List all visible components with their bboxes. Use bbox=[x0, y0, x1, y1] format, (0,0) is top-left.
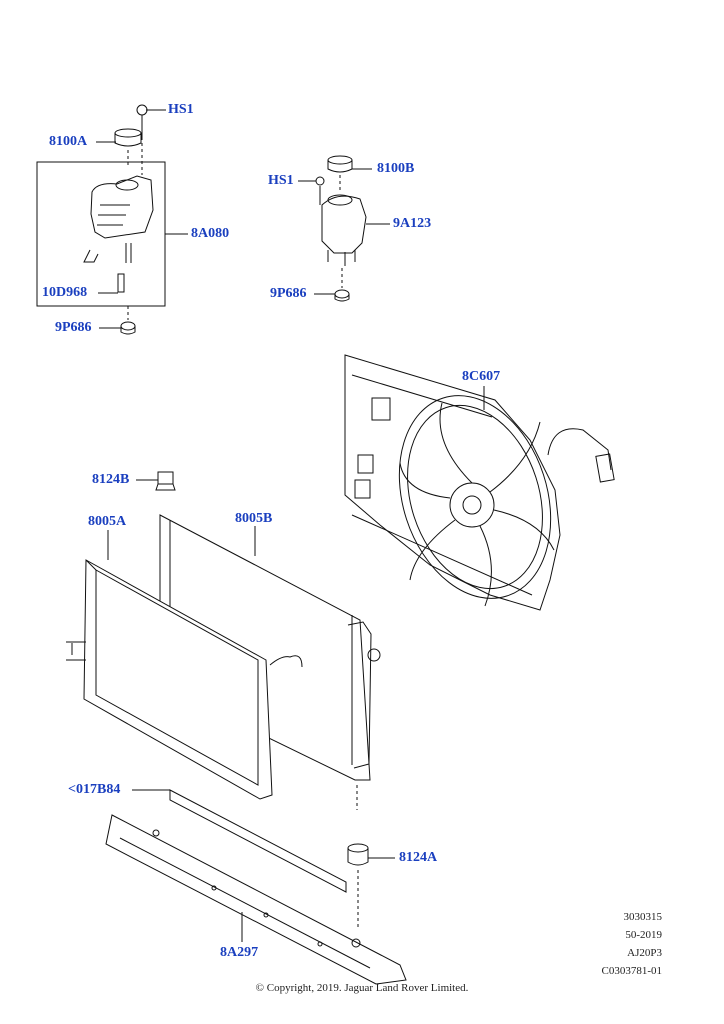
tank-8a080-shape bbox=[84, 176, 153, 292]
grommet-9p686-right-shape bbox=[335, 268, 349, 301]
mount-8124a-shape bbox=[348, 844, 368, 930]
cap-8100b-shape bbox=[328, 156, 352, 192]
radiator-8005a-shape bbox=[66, 560, 302, 799]
callout-10d968: 10D968 bbox=[42, 285, 88, 300]
callout-9p686-left: 9P686 bbox=[55, 320, 92, 335]
reference-illustration-id: C0303781-01 bbox=[601, 965, 663, 977]
mount-8124b-shape bbox=[156, 472, 175, 490]
callout-8005b: 8005B bbox=[235, 511, 273, 526]
callout-8c607: 8C607 bbox=[462, 369, 501, 384]
callout-8a297: 8A297 bbox=[220, 945, 259, 960]
fan-shroud-8c607-shape bbox=[345, 355, 614, 618]
seal-017b84-shape bbox=[170, 790, 346, 892]
grommet-9p686-left-shape bbox=[121, 306, 135, 334]
callout-hs1-left: HS1 bbox=[168, 102, 194, 117]
callout-8124b: 8124B bbox=[92, 472, 130, 487]
callout-017b84: <017B84 bbox=[68, 782, 121, 797]
tank-9a123-shape bbox=[322, 195, 366, 266]
clip-hs1-left-shape bbox=[137, 105, 147, 175]
callout-8124a: 8124A bbox=[399, 850, 438, 865]
callout-8a080: 8A080 bbox=[191, 226, 230, 241]
crossmember-8a297-shape bbox=[106, 815, 406, 984]
copyright-notice: © Copyright, 2019. Jaguar Land Rover Lim… bbox=[255, 982, 469, 994]
leader-lines bbox=[96, 109, 485, 942]
callout-hs1-right: HS1 bbox=[268, 173, 294, 188]
expansion-tank-right-group bbox=[316, 156, 366, 301]
reference-date: 50-2019 bbox=[625, 929, 662, 941]
callout-8005a: 8005A bbox=[88, 514, 127, 529]
cap-8100a-shape bbox=[115, 129, 141, 168]
callout-8100a: 8100A bbox=[49, 134, 88, 149]
callout-8100b: 8100B bbox=[377, 161, 415, 176]
reference-model-code: AJ20P3 bbox=[627, 947, 662, 959]
clip-hs1-right-shape bbox=[316, 177, 324, 205]
callout-9a123: 9A123 bbox=[393, 216, 432, 231]
reference-number: 3030315 bbox=[623, 911, 663, 923]
callout-9p686-right: 9P686 bbox=[270, 286, 307, 301]
